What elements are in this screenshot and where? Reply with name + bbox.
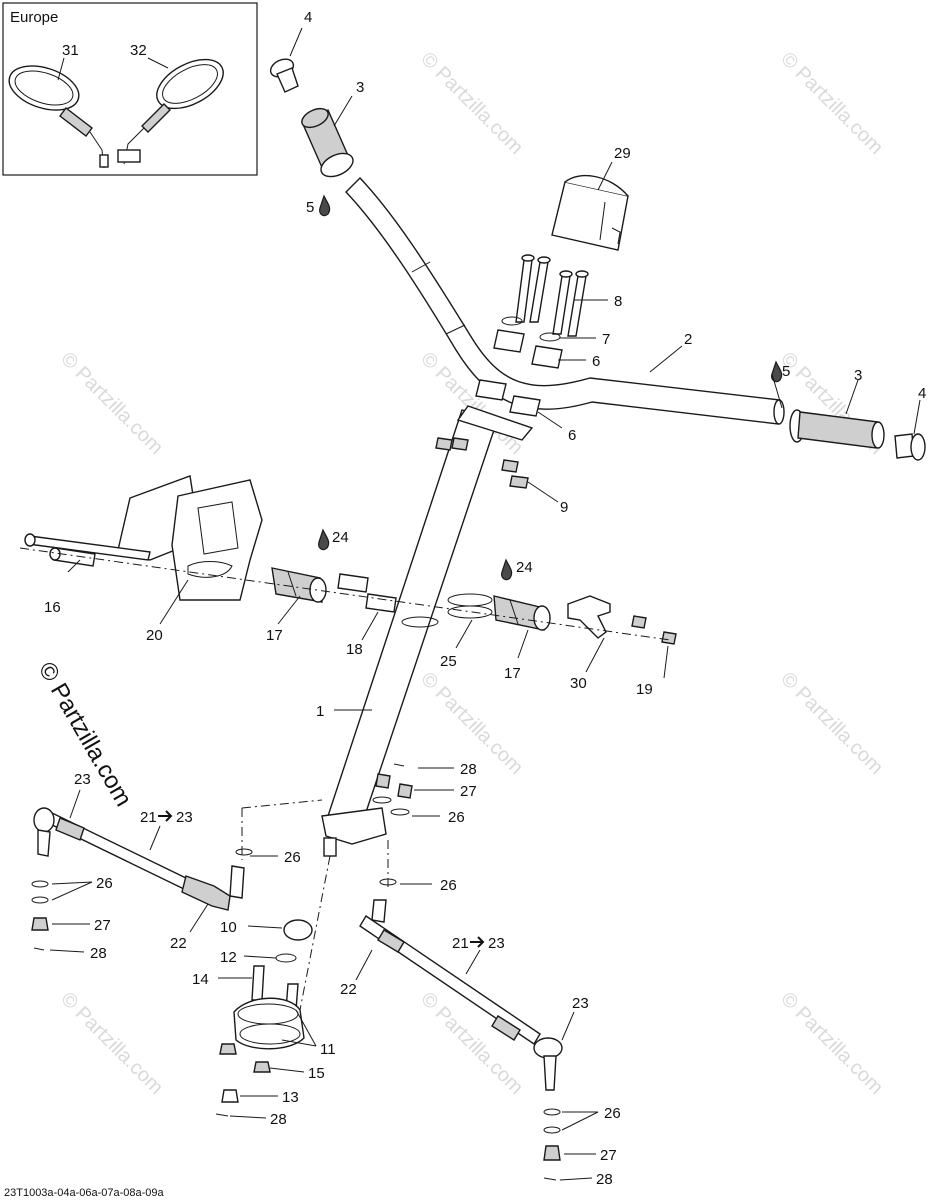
handlebar-pad — [551, 174, 629, 251]
label-23: 23 — [488, 935, 505, 952]
label-14: 14 — [192, 971, 209, 988]
watermark: © Partzilla.com — [776, 668, 887, 779]
label-26: 26 — [284, 849, 301, 866]
label-19: 19 — [636, 681, 653, 698]
label-27: 27 — [460, 783, 477, 800]
support-plate — [117, 475, 263, 601]
label-3: 3 — [356, 79, 364, 96]
right-pivot-bracket — [493, 595, 551, 631]
label-1: 1 — [316, 703, 324, 720]
arrow-right-icon — [158, 810, 173, 822]
label-3: 3 — [854, 367, 862, 384]
label-23: 23 — [74, 771, 91, 788]
label-28: 28 — [596, 1171, 613, 1188]
label-26: 26 — [96, 875, 113, 892]
label-4: 4 — [918, 385, 926, 402]
right-mirror — [117, 58, 224, 165]
label-23: 23 — [176, 809, 193, 826]
label-22: 22 — [170, 935, 187, 952]
left-tie-rod — [31, 807, 253, 951]
watermark: © Partzilla.com — [56, 988, 167, 1099]
label-18: 18 — [346, 641, 363, 658]
watermark: © Partzilla.com — [416, 988, 527, 1099]
label-28: 28 — [270, 1111, 287, 1128]
label-6: 6 — [568, 427, 576, 444]
label-6: 6 — [592, 353, 600, 370]
label-11: 11 — [320, 1041, 336, 1058]
label-12: 12 — [220, 949, 237, 966]
label-21-23-right: 21 23 — [452, 935, 505, 952]
label-21: 21 — [140, 809, 157, 826]
label-22: 22 — [340, 981, 357, 998]
label-16: 16 — [44, 599, 61, 616]
leader-32 — [147, 57, 169, 69]
label-26: 26 — [440, 877, 457, 894]
right-end-cap — [894, 433, 926, 461]
europe-inset: Europe 31 32 — [2, 2, 258, 176]
right-grip — [789, 409, 885, 449]
clamp-bolts — [515, 254, 589, 337]
label-17: 17 — [266, 627, 283, 644]
left-mirror — [8, 65, 109, 169]
column-nuts — [435, 437, 529, 489]
label-2: 2 — [684, 331, 692, 348]
watermark-large: © Partzilla.com — [33, 658, 137, 812]
lower-bearing — [215, 919, 313, 1117]
pivot-bolts — [24, 533, 151, 567]
label-5: 5 — [782, 363, 790, 380]
mount-bracket — [567, 595, 611, 639]
label-8: 8 — [614, 293, 622, 310]
left-grip — [301, 107, 354, 178]
lock-nuts — [631, 615, 677, 645]
label-27: 27 — [600, 1147, 617, 1164]
label-28: 28 — [90, 945, 107, 962]
arrow-right-icon — [470, 936, 485, 948]
inset-title: Europe — [10, 9, 58, 26]
sleeves — [337, 573, 397, 613]
axis-lines — [19, 547, 671, 1011]
column-arm-hardware — [372, 763, 413, 816]
left-pivot-bracket — [271, 567, 327, 603]
reference-code: 23T1003a-04a-06a-07a-08a-09a — [4, 1187, 165, 1199]
watermark: © Partzilla.com — [56, 348, 167, 459]
washers — [501, 316, 561, 342]
label-29: 29 — [614, 145, 631, 162]
label-15: 15 — [308, 1065, 325, 1082]
leader-lines — [49, 27, 921, 1181]
label-31: 31 — [62, 42, 79, 59]
label-23: 23 — [572, 995, 589, 1012]
callout-labels: 4 3 5 29 8 7 6 2 5 3 4 6 9 24 24 16 20 1… — [44, 9, 926, 1188]
label-21: 21 — [452, 935, 469, 952]
shims — [401, 593, 493, 628]
grease-icon — [318, 194, 783, 581]
label-9: 9 — [560, 499, 568, 516]
label-25: 25 — [440, 653, 457, 670]
label-20: 20 — [146, 627, 163, 644]
leader-31 — [57, 57, 65, 81]
label-24: 24 — [516, 559, 533, 576]
label-28: 28 — [460, 761, 477, 778]
label-7: 7 — [602, 331, 610, 348]
label-32: 32 — [130, 42, 147, 59]
upper-clamps — [475, 329, 563, 417]
label-10: 10 — [220, 919, 237, 936]
watermark: © Partzilla.com — [416, 48, 527, 159]
label-21-23-left: 21 23 — [140, 809, 193, 826]
watermark: © Partzilla.com — [776, 48, 887, 159]
label-13: 13 — [282, 1089, 299, 1106]
label-17: 17 — [504, 665, 521, 682]
label-26: 26 — [604, 1105, 621, 1122]
watermark: © Partzilla.com — [776, 988, 887, 1099]
right-tie-rod — [359, 878, 563, 1181]
label-4: 4 — [304, 9, 312, 26]
label-26: 26 — [448, 809, 465, 826]
steering-column — [321, 405, 534, 857]
label-27: 27 — [94, 917, 111, 934]
left-end-cap — [269, 58, 299, 93]
label-24: 24 — [332, 529, 349, 546]
label-30: 30 — [570, 675, 587, 692]
label-5: 5 — [306, 199, 314, 216]
